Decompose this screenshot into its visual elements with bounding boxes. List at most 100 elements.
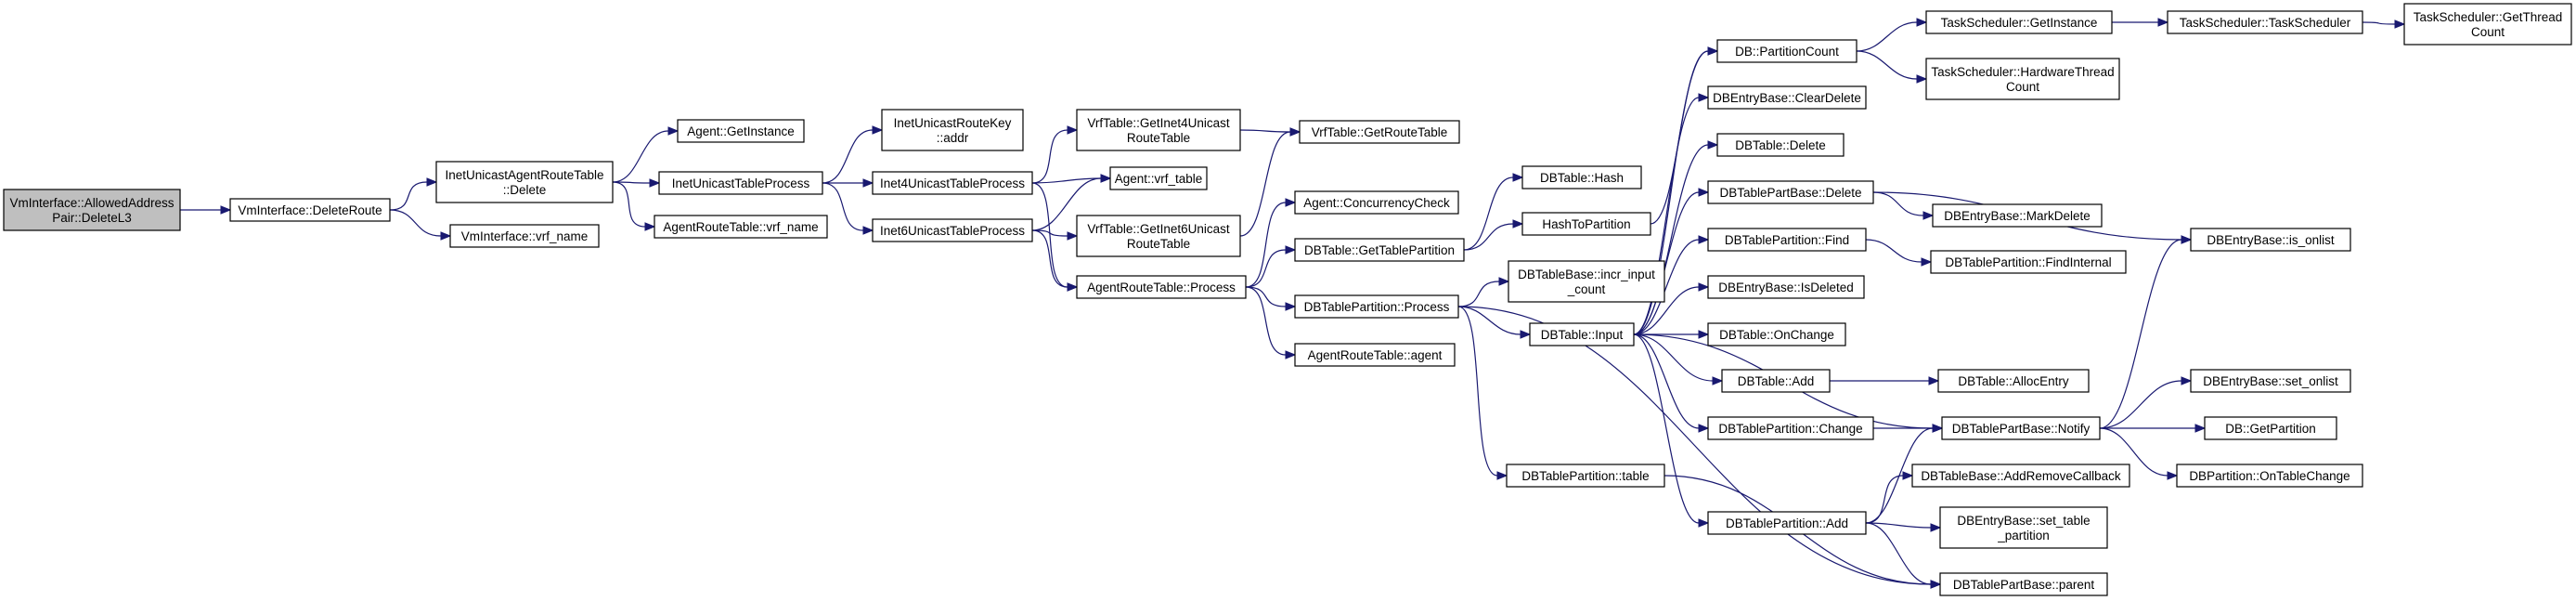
arrowhead-icon bbox=[862, 226, 874, 235]
arrowhead-icon bbox=[1285, 350, 1297, 359]
node-artvrfname[interactable]: AgentRouteTable::vrf_name bbox=[654, 215, 828, 239]
node-dbtpchange[interactable]: DBTablePartition::Change bbox=[1707, 416, 1874, 440]
node-dbtpadd[interactable]: DBTablePartition::Add bbox=[1707, 511, 1867, 535]
node-label: DBTablePartition::table bbox=[1521, 469, 1649, 483]
node-label: _count bbox=[1567, 282, 1606, 296]
node-label: DB::GetPartition bbox=[2225, 422, 2316, 436]
node-label: DBTablePartition::Add bbox=[1726, 516, 1848, 530]
arrowhead-icon bbox=[1707, 46, 1719, 56]
call-graph-edges bbox=[180, 18, 2406, 589]
node-inetuctp[interactable]: InetUnicastTableProcess bbox=[658, 171, 823, 195]
node-dbgetpart[interactable]: DB::GetPartition bbox=[2204, 416, 2337, 440]
node-label: DBTable::Input bbox=[1541, 328, 1624, 342]
node-inet4uctp[interactable]: Inet4UnicastTableProcess bbox=[872, 171, 1033, 195]
node-hashtopart[interactable]: HashToPartition bbox=[1521, 212, 1651, 236]
edge-dbtpbnotify-to-dbgetpart bbox=[2100, 424, 2207, 433]
node-box bbox=[1076, 109, 1241, 151]
node-agentgetinst[interactable]: Agent::GetInstance bbox=[677, 119, 805, 143]
edge-artprocess-to-dbtpprocess bbox=[1245, 286, 1297, 311]
node-tsts[interactable]: TaskScheduler::TaskScheduler bbox=[2167, 10, 2363, 34]
node-box bbox=[1294, 343, 1456, 367]
node-box bbox=[1911, 464, 2130, 488]
edge-line bbox=[1633, 239, 1700, 335]
node-dbtbincr[interactable]: DBTableBase::incr_input_count bbox=[1508, 260, 1665, 303]
node-inetucrkaddr[interactable]: InetUnicastRouteKey::addr bbox=[881, 109, 1024, 151]
node-dbebsettp[interactable]: DBEntryBase::set_table_partition bbox=[1939, 506, 2108, 549]
edge-inetuctp-to-inet6uctp bbox=[822, 182, 874, 235]
arrowhead-icon bbox=[1698, 93, 1710, 102]
node-inetucagent[interactable]: InetUnicastAgentRouteTable::Delete bbox=[435, 161, 614, 203]
edge-tsts-to-tsgettc bbox=[2362, 20, 2406, 29]
node-dbgettp[interactable]: DBTable::GetTablePartition bbox=[1294, 238, 1465, 262]
arrowhead-icon bbox=[872, 125, 884, 135]
arrowhead-icon bbox=[2181, 235, 2193, 244]
node-dbebsetonlist[interactable]: DBEntryBase::set_onlist bbox=[2190, 369, 2351, 393]
edge-line bbox=[1633, 333, 1700, 524]
arrowhead-icon bbox=[1698, 518, 1710, 528]
node-artprocess[interactable]: AgentRouteTable::Process bbox=[1076, 275, 1247, 299]
node-box bbox=[1930, 250, 2127, 274]
node-agentvrftable[interactable]: Agent::vrf_table bbox=[1109, 166, 1208, 190]
node-dbtpfind[interactable]: DBTablePartition::Find bbox=[1707, 228, 1867, 252]
arrowhead-icon bbox=[644, 222, 656, 231]
edge-tsgetinst-to-tsts bbox=[2112, 18, 2169, 27]
node-deleteroute[interactable]: VmInterface::DeleteRoute bbox=[229, 198, 391, 222]
edge-line bbox=[1245, 202, 1287, 288]
node-vrfgetrt[interactable]: VrfTable::GetRouteTable bbox=[1299, 120, 1460, 144]
node-label: VrfTable::GetInet4Unicast bbox=[1087, 116, 1230, 130]
node-dbtpfindint[interactable]: DBTablePartition::FindInternal bbox=[1930, 250, 2127, 274]
node-dbtptable[interactable]: DBTablePartition::table bbox=[1506, 464, 1665, 488]
edge-dbtpprocess-to-dbtableinput bbox=[1457, 306, 1532, 339]
node-allowed[interactable]: VmInterface::AllowedAddressPair::DeleteL… bbox=[3, 189, 181, 231]
node-dbebmarkdel[interactable]: DBEntryBase::MarkDelete bbox=[1932, 203, 2103, 228]
node-dbtpbnotify[interactable]: DBTablePartBase::Notify bbox=[1941, 416, 2101, 440]
edge-line bbox=[1633, 191, 1700, 335]
edge-line bbox=[1239, 129, 1291, 133]
node-agentconc[interactable]: Agent::ConcurrencyCheck bbox=[1294, 190, 1459, 215]
node-dbtableadd[interactable]: DBTable::Add bbox=[1721, 369, 1831, 393]
arrowhead-icon bbox=[862, 178, 874, 188]
node-dbtpbdelete[interactable]: DBTablePartBase::Delete bbox=[1707, 180, 1874, 204]
node-box bbox=[1932, 203, 2103, 228]
node-dbtbaddremcb[interactable]: DBTableBase::AddRemoveCallback bbox=[1911, 464, 2130, 488]
node-box bbox=[1716, 39, 1858, 63]
node-dbebisdel[interactable]: DBEntryBase::IsDeleted bbox=[1707, 275, 1865, 299]
node-box bbox=[449, 224, 600, 248]
edge-deleteroute-to-inetucagent bbox=[389, 177, 438, 211]
node-box bbox=[1521, 165, 1642, 189]
node-dbtableallocentry[interactable]: DBTable::AllocEntry bbox=[1937, 369, 2090, 393]
node-box bbox=[2204, 416, 2337, 440]
node-box bbox=[1294, 190, 1459, 215]
node-dbtabledelete[interactable]: DBTable::Delete bbox=[1716, 133, 1845, 157]
node-dbponchange[interactable]: DBPartition::OnTableChange bbox=[2176, 464, 2363, 488]
arrowhead-icon bbox=[1930, 523, 1942, 532]
node-dbtablehash[interactable]: DBTable::Hash bbox=[1521, 165, 1642, 189]
node-dbtpprocess[interactable]: DBTablePartition::Process bbox=[1294, 294, 1459, 319]
node-artagent[interactable]: AgentRouteTable::agent bbox=[1294, 343, 1456, 367]
arrowhead-icon bbox=[2194, 424, 2207, 433]
node-inet6uctp[interactable]: Inet6UnicastTableProcess bbox=[872, 218, 1033, 242]
node-dbpartcount[interactable]: DB::PartitionCount bbox=[1716, 39, 1858, 63]
node-dbebclear[interactable]: DBEntryBase::ClearDelete bbox=[1707, 85, 1867, 110]
edge-line bbox=[1865, 522, 1932, 585]
arrowhead-icon bbox=[1932, 424, 1944, 433]
node-vrfname[interactable]: VmInterface::vrf_name bbox=[449, 224, 600, 248]
node-dbtpbparent[interactable]: DBTablePartBase::parent bbox=[1939, 572, 2108, 596]
node-dbtableonchange[interactable]: DBTable::OnChange bbox=[1707, 322, 1846, 346]
node-label: DBTablePartBase::parent bbox=[1953, 578, 2095, 592]
arrowhead-icon bbox=[2181, 376, 2193, 385]
node-label: Agent::GetInstance bbox=[687, 124, 795, 138]
node-box bbox=[1939, 572, 2108, 596]
edge-dbtpadd-to-dbebsettp bbox=[1865, 522, 1942, 532]
node-dbebisonlist[interactable]: DBEntryBase::is_onlist bbox=[2190, 228, 2351, 252]
arrowhead-icon bbox=[667, 126, 680, 136]
node-tsgetinst[interactable]: TaskScheduler::GetInstance bbox=[1925, 10, 2113, 34]
edge-artprocess-to-artagent bbox=[1245, 286, 1297, 359]
node-dbtableinput[interactable]: DBTable::Input bbox=[1529, 322, 1635, 346]
node-label: DBTablePartition::Change bbox=[1718, 422, 1862, 436]
node-label: VrfTable::GetRouteTable bbox=[1312, 125, 1448, 139]
